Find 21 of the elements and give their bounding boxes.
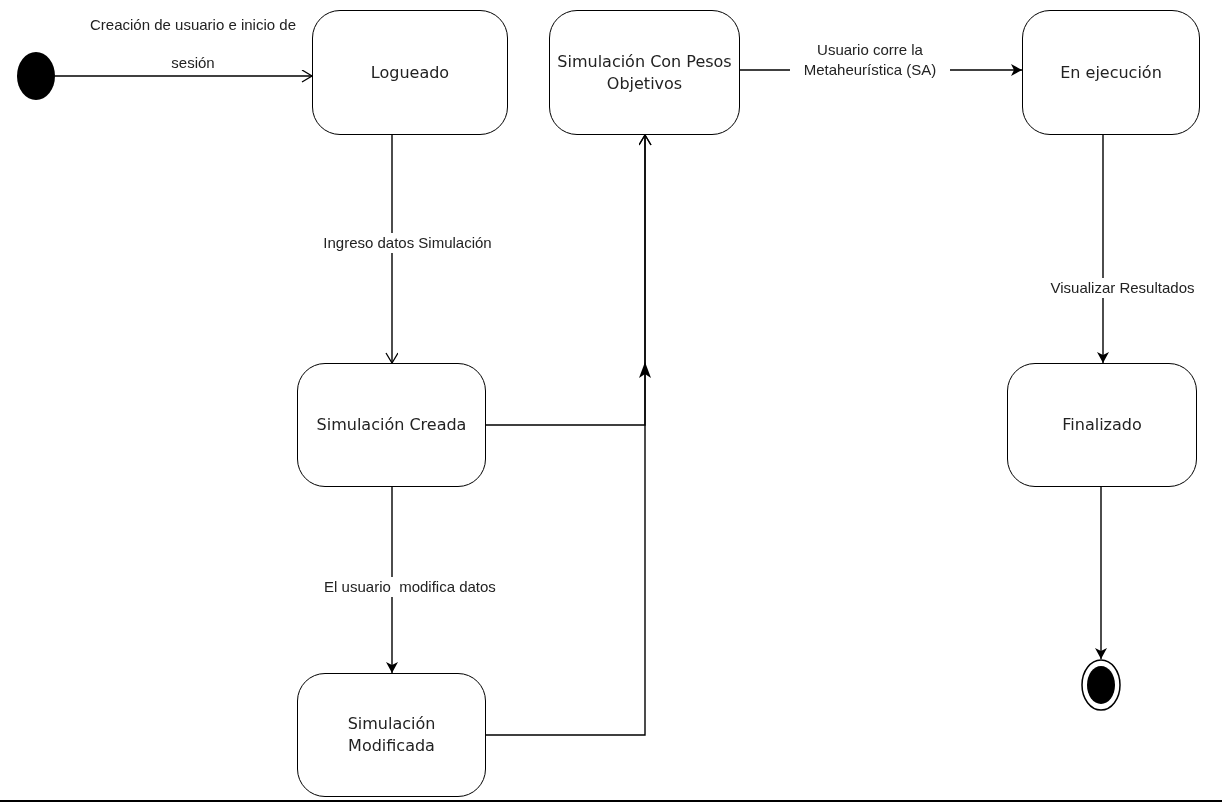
state-box: [297, 363, 486, 487]
state-box: [1022, 10, 1200, 135]
state-name: Logueado: [370, 61, 450, 84]
state-name: En ejecución: [1060, 61, 1162, 84]
state-box: [312, 10, 508, 135]
transition-arrow: [485, 134, 652, 736]
state-box: [297, 673, 486, 797]
transition-arrow: [385, 134, 399, 364]
transition-arrow: [1095, 486, 1107, 660]
transition-arrow: [386, 486, 398, 674]
transition-arrow: [1097, 134, 1109, 364]
edge-label: Creación de usuario e inicio de sesión: [89, 15, 297, 74]
state-name: Simulación Modificada: [346, 713, 437, 757]
state-name: Simulación Creada: [316, 414, 467, 436]
transition-arrow: [54, 69, 313, 83]
initial-state: [17, 52, 55, 100]
final-state: [1081, 659, 1121, 711]
state-name: Finalizado: [1062, 414, 1142, 436]
state-name: Simulación Con Pesos Objetivos: [556, 50, 733, 95]
state-box: [1007, 363, 1197, 487]
state-box: [549, 10, 740, 135]
